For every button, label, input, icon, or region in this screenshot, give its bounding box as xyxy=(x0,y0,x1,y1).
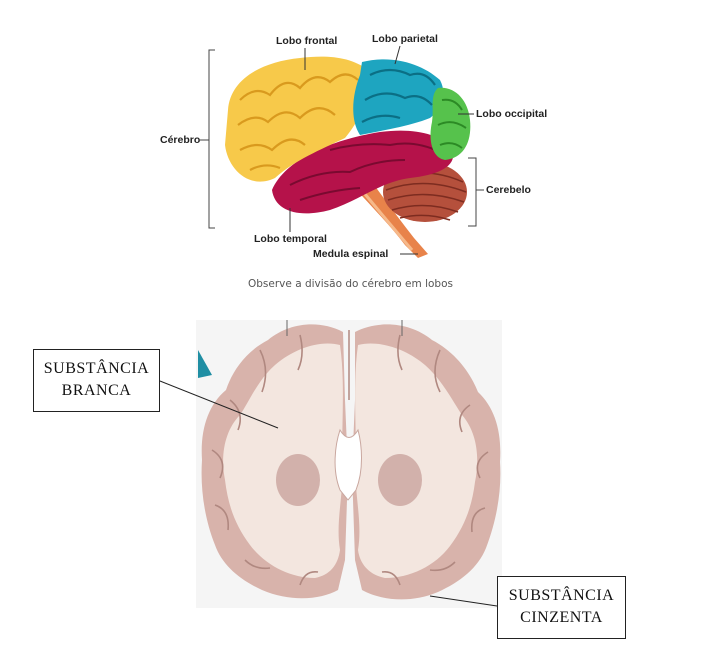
white-matter-label-line2: BRANCA xyxy=(34,380,159,402)
basal-ganglia-left xyxy=(276,454,320,506)
label-lobo-occipital: Lobo occipital xyxy=(476,108,547,120)
coronal-section-illustration xyxy=(160,320,502,608)
label-medula-espinal: Medula espinal xyxy=(313,248,388,260)
white-matter-label-box: SUBSTÂNCIA BRANCA xyxy=(33,349,160,412)
brain-lobes-illustration xyxy=(200,46,484,258)
white-matter-label-line1: SUBSTÂNCIA xyxy=(34,358,159,380)
label-lobo-temporal: Lobo temporal xyxy=(254,233,327,245)
label-cerebro: Cérebro xyxy=(160,134,200,146)
label-cerebelo: Cerebelo xyxy=(486,184,531,196)
label-lobo-parietal: Lobo parietal xyxy=(372,33,438,45)
label-lobo-frontal: Lobo frontal xyxy=(276,35,337,47)
gray-matter-label-line2: CINZENTA xyxy=(498,607,625,629)
basal-ganglia-right xyxy=(378,454,422,506)
cerebro-bracket xyxy=(200,50,215,228)
cerebelo-bracket xyxy=(468,158,484,226)
gray-matter-label-line1: SUBSTÂNCIA xyxy=(498,585,625,607)
figure-caption: Observe a divisão do cérebro em lobos xyxy=(0,278,701,290)
gray-matter-label-box: SUBSTÂNCIA CINZENTA xyxy=(497,576,626,639)
parietal-lobe xyxy=(353,59,443,135)
occipital-lobe xyxy=(431,88,471,160)
